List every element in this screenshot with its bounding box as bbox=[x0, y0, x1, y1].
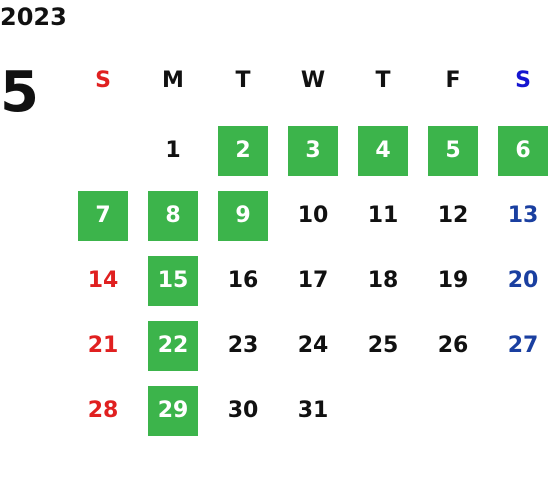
day-number: 21 bbox=[87, 333, 119, 358]
weekday-header-1: M bbox=[162, 68, 184, 93]
calendar-cell: 25 bbox=[348, 313, 418, 378]
calendar-cell: 14 bbox=[68, 248, 138, 313]
day-number: 13 bbox=[507, 203, 539, 228]
highlighted-day: 4 bbox=[358, 125, 408, 176]
year-label: 2023 bbox=[0, 3, 67, 31]
calendar-cell: 10 bbox=[278, 183, 348, 248]
day-number: 11 bbox=[367, 203, 399, 228]
highlighted-day: 29 bbox=[148, 385, 198, 436]
calendar-cell: 17 bbox=[278, 248, 348, 313]
day-number: 31 bbox=[297, 398, 329, 423]
highlighted-day: 7 bbox=[78, 190, 128, 241]
day-number: 17 bbox=[297, 268, 329, 293]
calendar-cell: 18 bbox=[348, 248, 418, 313]
day-number: 19 bbox=[437, 268, 469, 293]
calendar-cell bbox=[348, 378, 418, 443]
calendar-cell: 31 bbox=[278, 378, 348, 443]
calendar-cell: 4 bbox=[348, 118, 418, 183]
calendar-cell: 5 bbox=[418, 118, 488, 183]
calendar-cell: 27 bbox=[488, 313, 548, 378]
day-number: 26 bbox=[437, 333, 469, 358]
highlighted-day: 3 bbox=[288, 125, 338, 176]
calendar-cell: 22 bbox=[138, 313, 208, 378]
calendar-cell: 16 bbox=[208, 248, 278, 313]
day-number: 28 bbox=[87, 398, 119, 423]
calendar-cell bbox=[488, 378, 548, 443]
weekday-header-6: S bbox=[515, 68, 531, 93]
month-label: 5 bbox=[0, 60, 39, 125]
calendar-cell: 19 bbox=[418, 248, 488, 313]
day-number: 20 bbox=[507, 268, 539, 293]
calendar-cell: 26 bbox=[418, 313, 488, 378]
calendar-cell: 3 bbox=[278, 118, 348, 183]
highlighted-day: 15 bbox=[148, 255, 198, 306]
day-number: 18 bbox=[367, 268, 399, 293]
calendar-cell: 20 bbox=[488, 248, 548, 313]
calendar-cell: 23 bbox=[208, 313, 278, 378]
calendar-cell: 28 bbox=[68, 378, 138, 443]
highlighted-day: 6 bbox=[498, 125, 548, 176]
calendar-cell: 7 bbox=[68, 183, 138, 248]
calendar-cell: 30 bbox=[208, 378, 278, 443]
calendar-cell: 15 bbox=[138, 248, 208, 313]
day-number: 30 bbox=[227, 398, 259, 423]
calendar-cell: 8 bbox=[138, 183, 208, 248]
calendar-cell: 21 bbox=[68, 313, 138, 378]
day-number: 1 bbox=[165, 138, 181, 163]
calendar-cell: 1 bbox=[138, 118, 208, 183]
weekday-header-4: T bbox=[375, 68, 391, 93]
highlighted-day: 5 bbox=[428, 125, 478, 176]
highlighted-day: 9 bbox=[218, 190, 268, 241]
calendar-cell: 6 bbox=[488, 118, 548, 183]
calendar-cell: 11 bbox=[348, 183, 418, 248]
calendar-cell bbox=[68, 118, 138, 183]
calendar-cell: 13 bbox=[488, 183, 548, 248]
calendar-cell: 24 bbox=[278, 313, 348, 378]
day-number: 12 bbox=[437, 203, 469, 228]
highlighted-day: 8 bbox=[148, 190, 198, 241]
weekday-header-2: T bbox=[235, 68, 251, 93]
day-number: 23 bbox=[227, 333, 259, 358]
day-number: 14 bbox=[87, 268, 119, 293]
calendar-cell: 2 bbox=[208, 118, 278, 183]
highlighted-day: 2 bbox=[218, 125, 268, 176]
day-number: 24 bbox=[297, 333, 329, 358]
calendar-cell: 29 bbox=[138, 378, 208, 443]
day-number: 10 bbox=[297, 203, 329, 228]
calendar-cell: 12 bbox=[418, 183, 488, 248]
day-number: 27 bbox=[507, 333, 539, 358]
weekday-header-5: F bbox=[445, 68, 461, 93]
day-number: 25 bbox=[367, 333, 399, 358]
day-number: 16 bbox=[227, 268, 259, 293]
weekday-header-3: W bbox=[300, 68, 326, 93]
highlighted-day: 22 bbox=[148, 320, 198, 371]
weekday-header-0: S bbox=[95, 68, 111, 93]
calendar-cell bbox=[418, 378, 488, 443]
calendar-cell: 9 bbox=[208, 183, 278, 248]
